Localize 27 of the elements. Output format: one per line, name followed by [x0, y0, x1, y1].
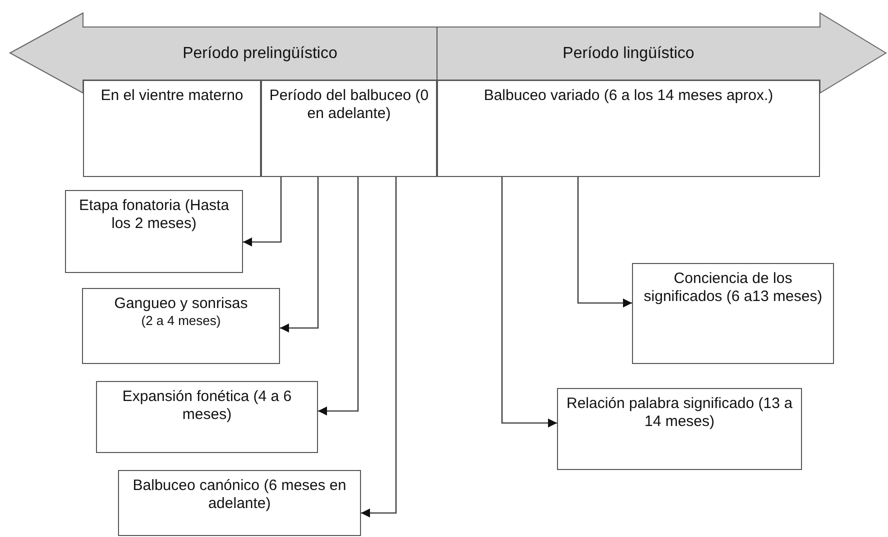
stage-text: Conciencia de los significados (6 a13 meses): [642, 270, 824, 306]
stage-text: Balbuceo canónico (6 meses en adelante): [132, 477, 348, 513]
connector-arrow: [361, 177, 397, 518]
stage-box: [82, 288, 280, 364]
connector-arrow: [243, 177, 282, 246]
stage-text: Relación palabra significado (13 a 14 meses): [566, 395, 794, 431]
stage-box: [437, 80, 820, 177]
connector-arrow: [318, 177, 359, 416]
stage-box: [83, 80, 261, 177]
stage-box: [96, 381, 318, 453]
stage-text: Gangueo y sonrisas: [114, 295, 248, 313]
stage-box: [118, 470, 361, 536]
stage-text: Período del balbuceo (0 en adelante): [268, 87, 430, 123]
stage-text: Etapa fonatoria (Hasta los 2 meses): [78, 197, 230, 233]
stage-text: Expansión fonética (4 a 6 meses): [121, 388, 293, 424]
period-heading: Período lingüístico: [562, 44, 694, 64]
stage-box: [557, 388, 802, 470]
stage-text: En el vientre materno: [100, 87, 244, 105]
stage-box: [632, 263, 834, 364]
period-heading: Período prelingüístico: [182, 44, 338, 64]
connector-arrow: [280, 177, 319, 332]
connector-arrow: [577, 177, 632, 308]
stage-box: [65, 190, 243, 273]
stage-text: (2 a 4 meses): [141, 313, 221, 329]
stage-box: [261, 80, 437, 177]
connector-arrow: [501, 177, 557, 428]
stage-text: Balbuceo variado (6 a los 14 meses aprox.): [484, 87, 774, 105]
